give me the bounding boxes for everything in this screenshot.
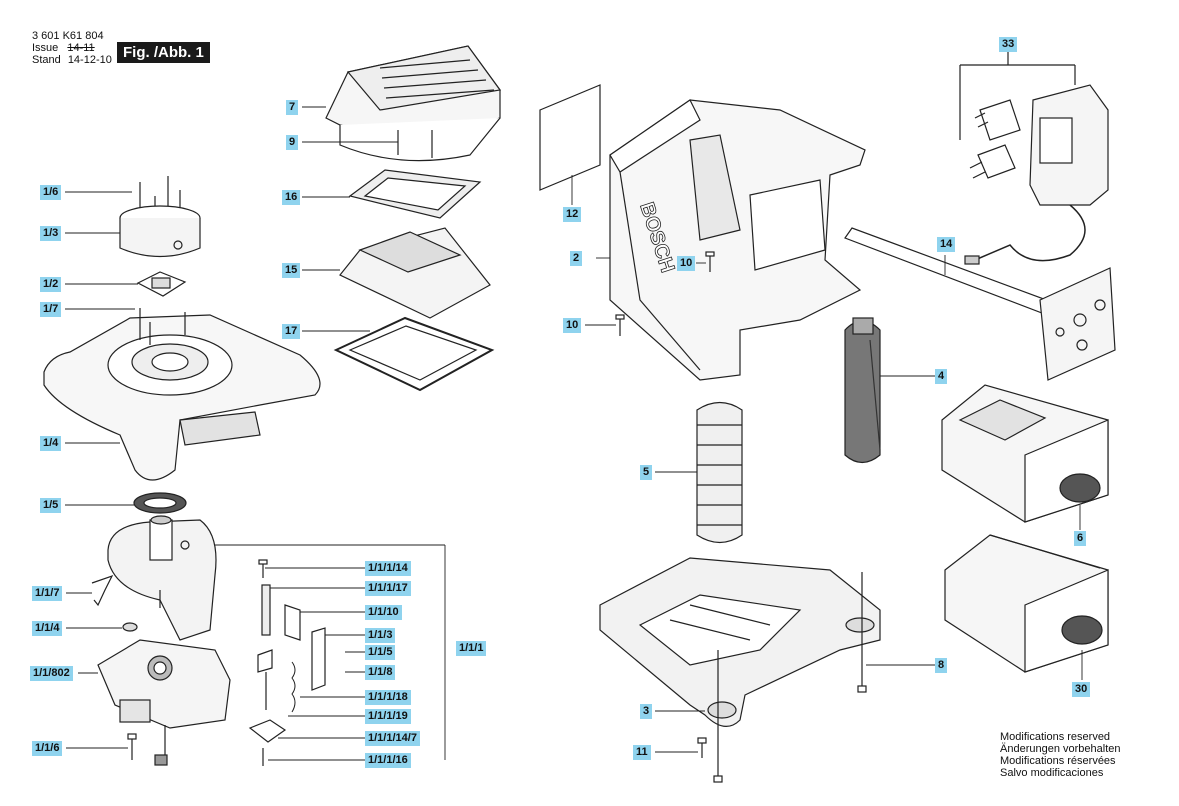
callout-tag: 1/6 — [40, 185, 62, 200]
mech-parts-1-1-1 — [248, 559, 326, 766]
window-17 — [333, 316, 495, 392]
callout-tag: 1/1/1/19 — [365, 709, 411, 724]
callout-tag: 1/1/1 — [456, 641, 487, 656]
charger-33 — [959, 45, 1109, 265]
callout-tag: 9 — [286, 135, 299, 150]
housing-2: BOSCH — [609, 99, 866, 381]
callout-tag: 14 — [937, 237, 956, 252]
screws-10 — [615, 251, 715, 336]
issue-label: Issue 14-11 — [32, 42, 95, 54]
board-1-1-802 — [97, 639, 231, 766]
callout-tag: 1/1/8 — [365, 665, 396, 680]
callout-tag: 17 — [282, 324, 301, 339]
stand-label-text: Stand — [32, 54, 61, 66]
callout-tag: 1/3 — [40, 226, 62, 241]
callout-tag: 1/1/802 — [30, 666, 73, 681]
modifications-note: Modifications reserved Änderungen vorbeh… — [1000, 731, 1120, 779]
note-line: Salvo modificaciones — [1000, 767, 1104, 779]
battery-box-6 — [941, 384, 1109, 523]
base-frame-3 — [599, 557, 881, 727]
prism-housing-15 — [339, 227, 491, 319]
callout-tag: 10 — [563, 318, 582, 333]
callout-tag: 5 — [640, 465, 653, 480]
callout-tag: 1/1/7 — [32, 586, 63, 601]
callout-tag: 1/5 — [40, 498, 62, 513]
callout-tag: 7 — [286, 100, 299, 115]
callout-tag: 4 — [935, 369, 948, 384]
callout-tag: 3 — [640, 704, 653, 719]
rods-8-11 — [697, 572, 867, 783]
label-sheet-12 — [539, 84, 601, 191]
callout-tag: 2 — [570, 251, 583, 266]
base-1-4 — [43, 308, 321, 481]
hood-7 — [325, 45, 502, 162]
callout-tag: 6 — [1074, 531, 1087, 546]
battery-4 — [844, 317, 881, 464]
filter-16 — [348, 169, 482, 219]
callout-tag: 15 — [282, 263, 301, 278]
part-number: 3 601 K61 804 — [32, 30, 104, 42]
callout-tag: 1/1/5 — [365, 645, 396, 660]
clip-1-2 — [136, 271, 187, 297]
ring-1-5 — [133, 492, 187, 514]
figure-label: Fig. /Abb. 1 — [117, 42, 210, 63]
note-line: Änderungen vorbehalten — [1000, 743, 1121, 755]
callout-tag: 1/2 — [40, 277, 62, 292]
rotor-1-1-1 — [107, 515, 217, 641]
callout-tag: 1/1/1/14 — [365, 561, 411, 576]
washer-1-1-4 — [122, 622, 138, 632]
issue-label-text: Issue — [32, 42, 59, 54]
issue-value: 14-11 — [67, 42, 95, 54]
cap-1-3 — [119, 205, 201, 258]
callout-tag: 16 — [282, 190, 301, 205]
callout-tag: 1/1/6 — [32, 741, 63, 756]
bracket-14 — [844, 227, 1116, 381]
callout-tag: 12 — [563, 207, 582, 222]
callout-tag: 30 — [1072, 682, 1091, 697]
leader-lines — [65, 106, 1083, 761]
callout-tag: 1/1/3 — [365, 628, 396, 643]
stand-value: 14-12-10 — [67, 54, 112, 66]
callout-tag: 1/4 — [40, 436, 62, 451]
callout-tag: 8 — [935, 658, 948, 673]
bracket-1-1-7 — [91, 574, 114, 607]
callout-tag: 1/1/1/14/7 — [365, 731, 420, 746]
battery-box-30 — [944, 534, 1109, 673]
screws-9 — [397, 130, 433, 158]
screw-1-1-6 — [127, 733, 137, 760]
callout-tag: 11 — [633, 745, 651, 760]
bellows-5 — [696, 401, 743, 544]
callout-tag: 10 — [677, 256, 696, 271]
callout-tag: 1/1/1/16 — [365, 753, 411, 768]
callout-tag: 1/1/4 — [32, 621, 63, 636]
callout-tag: 33 — [999, 37, 1018, 52]
callout-tag: 1/7 — [40, 302, 62, 317]
callout-tag: 1/1/10 — [365, 605, 402, 620]
note-line: Modifications reserved — [1000, 731, 1111, 743]
note-line: Modifications réservées — [1000, 755, 1116, 767]
callout-tag: 1/1/1/18 — [365, 690, 411, 705]
callout-tag: 1/1/1/17 — [365, 581, 411, 596]
stand-label: Stand 14-12-10 — [32, 54, 112, 66]
